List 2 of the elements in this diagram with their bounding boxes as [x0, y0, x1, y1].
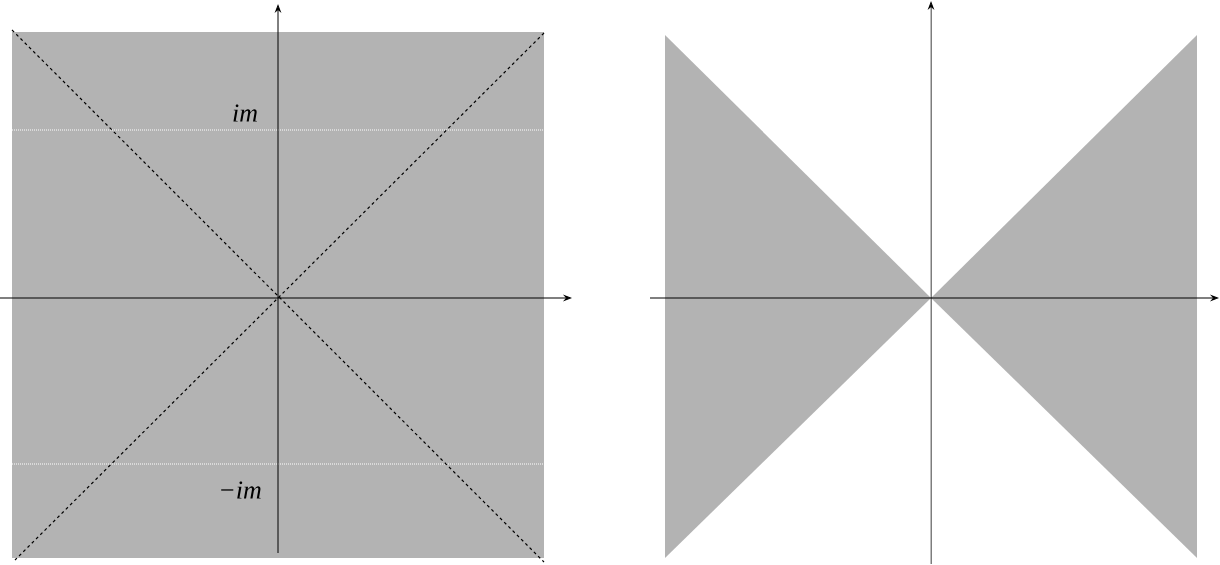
- axis-label: −im: [221, 481, 261, 499]
- axis-label: im: [233, 104, 257, 122]
